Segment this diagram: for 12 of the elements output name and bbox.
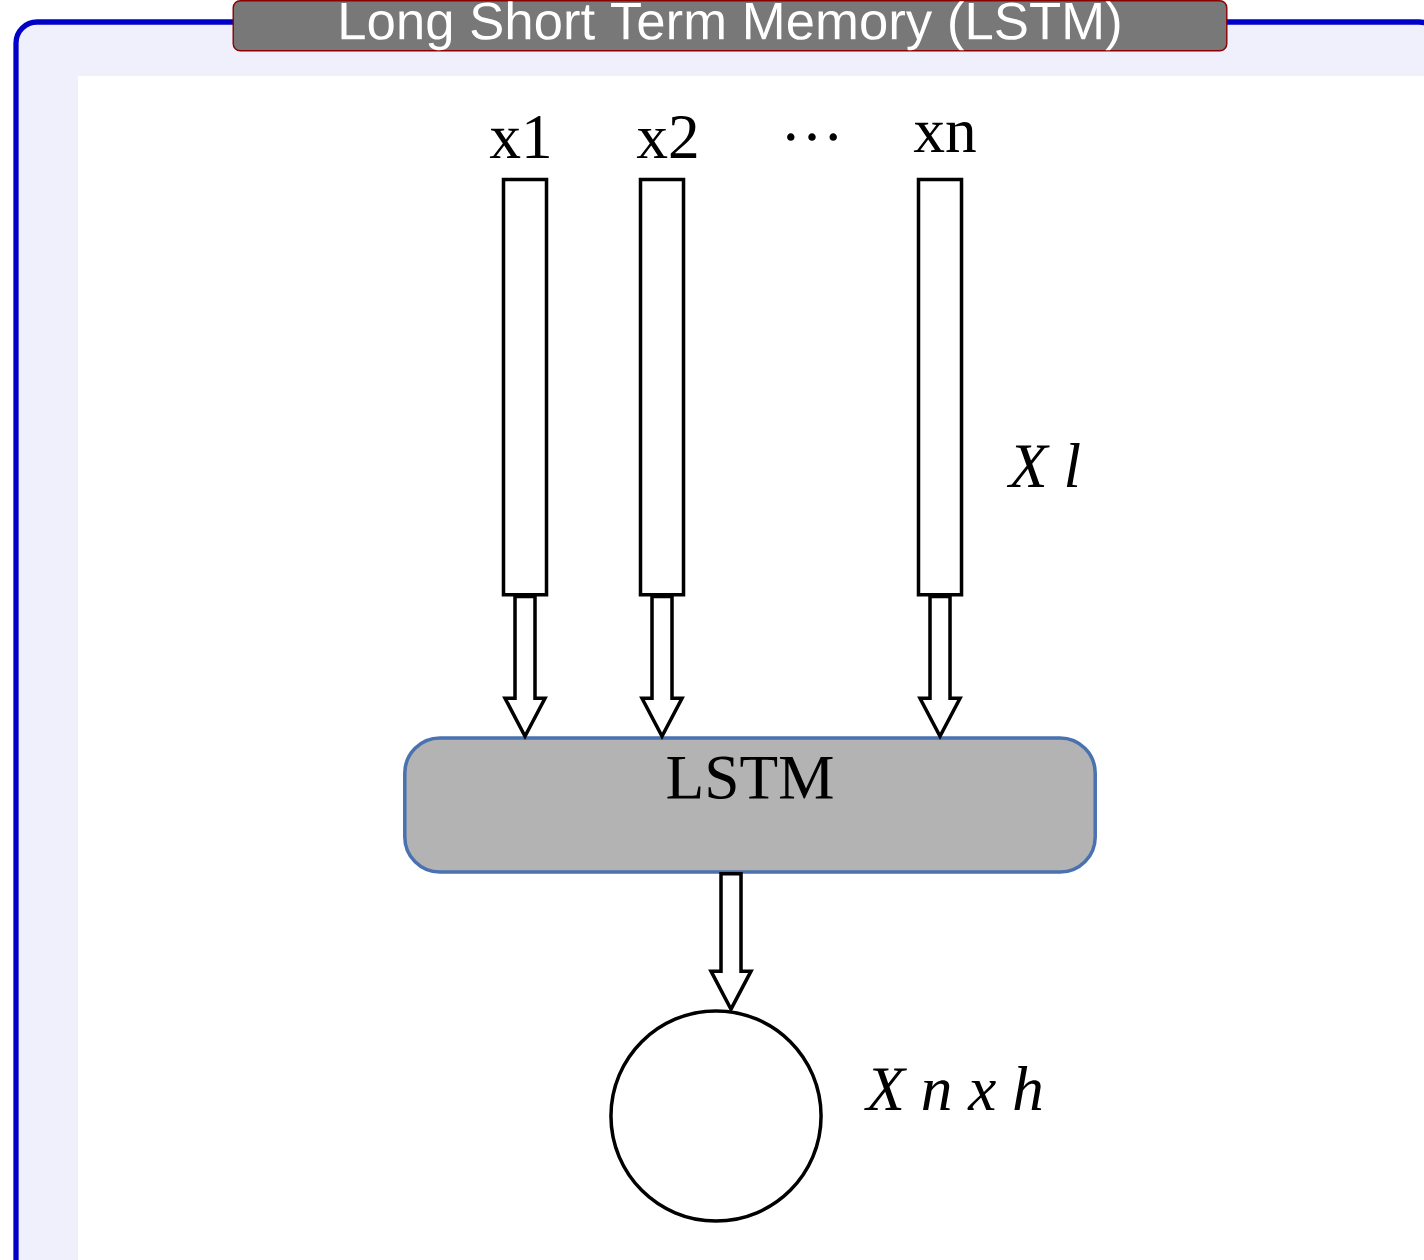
dimension-label: X n x h xyxy=(864,1066,1042,1110)
input-label: x1 xyxy=(489,116,549,158)
dimension-label: X l xyxy=(1006,443,1080,487)
lstm-box: LSTM xyxy=(403,736,1097,874)
input-label: x2 xyxy=(636,116,697,158)
ellipsis-label: … xyxy=(787,133,837,141)
input-label: xn xyxy=(913,122,976,152)
block-arrow xyxy=(917,594,963,740)
block-arrow xyxy=(502,594,548,740)
title-banner: Long Short Term Memory (LSTM) xyxy=(232,0,1228,52)
block-arrow xyxy=(639,594,685,740)
block-arrow xyxy=(708,872,754,1013)
